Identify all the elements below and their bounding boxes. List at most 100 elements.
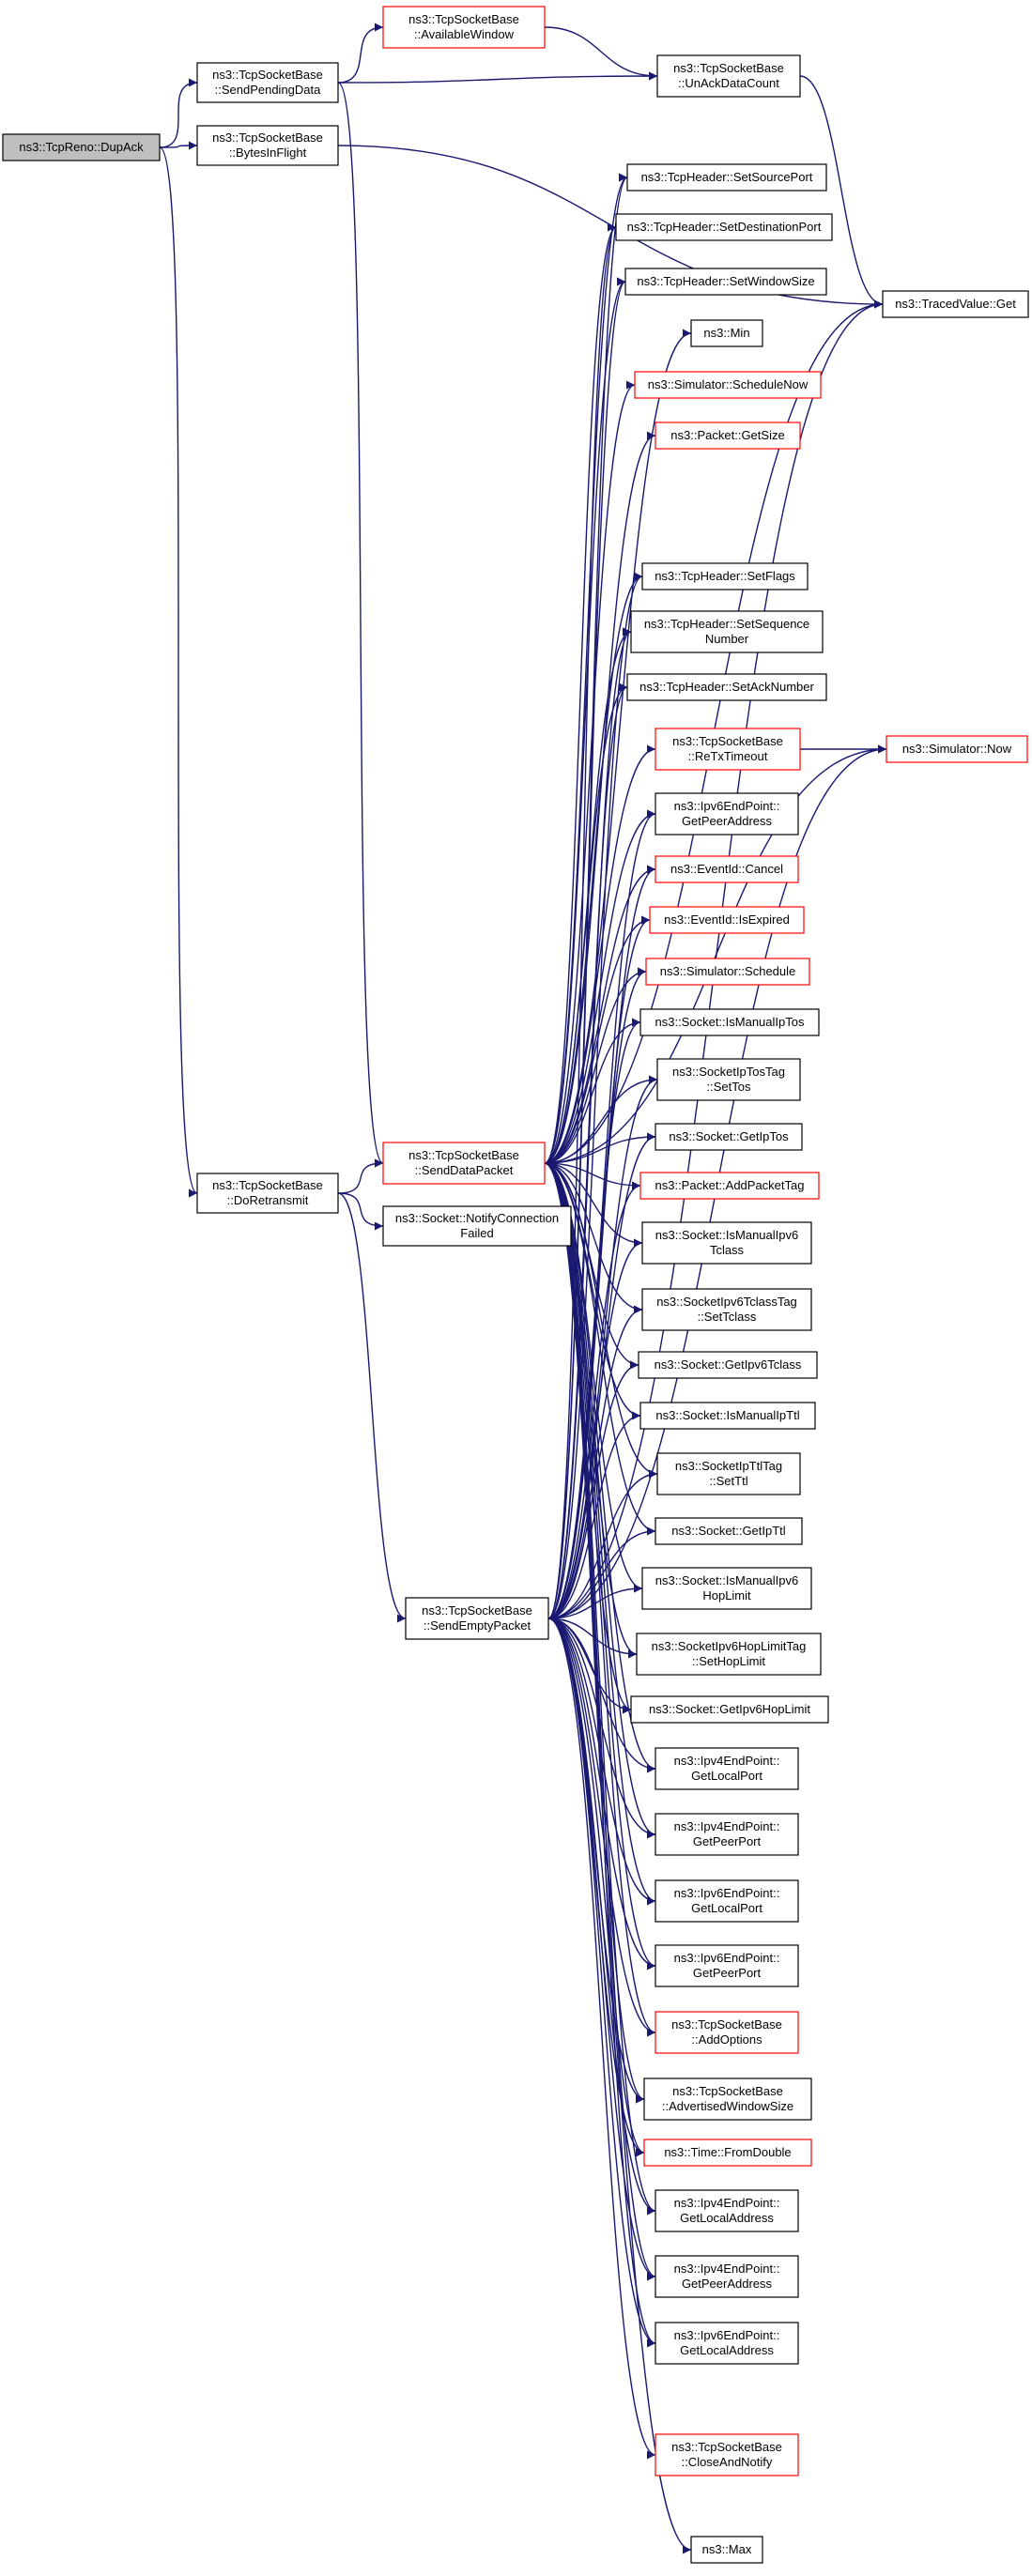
node-setwinsize[interactable]: ns3::TcpHeader::SetWindowSize: [624, 268, 827, 296]
node-ipv6peeraddr[interactable]: ns3::Ipv6EndPoint::GetPeerAddress: [655, 792, 799, 836]
edge-sendempty-to-ismanipv6hl: [547, 1584, 643, 1619]
edge-doretransmit-to-notifyfailed: [337, 1192, 384, 1231]
node-sendempty[interactable]: ns3::TcpSocketBase::SendEmptyPacket: [405, 1597, 549, 1640]
node-getsize[interactable]: ns3::Packet::GetSize: [655, 422, 801, 450]
node-max[interactable]: ns3::Max: [690, 2536, 763, 2564]
node-box: [626, 673, 827, 701]
node-box: [2, 133, 161, 161]
node-setflags[interactable]: ns3::TcpHeader::SetFlags: [641, 562, 809, 590]
node-box: [382, 6, 546, 49]
node-label: ns3::Socket::GetIpv6Tclass: [655, 1357, 802, 1372]
node-simnow[interactable]: ns3::Simulator::Now: [886, 735, 1028, 763]
edge-sendempty-to-ipv6peerport: [547, 1618, 656, 1970]
node-advwinsize[interactable]: ns3::TcpSocketBase::AdvertisedWindowSize: [643, 2078, 812, 2121]
node-box: [643, 2078, 812, 2121]
node-label: ns3::Simulator::Schedule: [660, 964, 796, 978]
node-box: [641, 562, 809, 590]
node-closenotify[interactable]: ns3::TcpSocketBase::CloseAndNotify: [655, 2433, 799, 2476]
edge-sendempty-to-ipv6localport: [547, 1618, 656, 1906]
node-label: ns3::TcpSocketBase: [671, 2440, 782, 2454]
node-bytesinflight[interactable]: ns3::TcpSocketBase::BytesInFlight: [196, 125, 339, 166]
node-box: [882, 290, 1029, 318]
node-setsrcport[interactable]: ns3::TcpHeader::SetSourcePort: [626, 163, 827, 192]
edge-dupack-to-doretransmit: [159, 146, 198, 1198]
node-ipv4peeraddr[interactable]: ns3::Ipv4EndPoint::GetPeerAddress: [655, 2255, 799, 2298]
node-ipv4localport[interactable]: ns3::Ipv4EndPoint::GetLocalPort: [655, 1747, 799, 1790]
node-label: ::AddOptions: [691, 2032, 762, 2047]
node-setttl[interactable]: ns3::SocketIpTtlTag::SetTtl: [656, 1452, 801, 1495]
node-label: ns3::TcpReno::DupAck: [19, 140, 144, 154]
node-label: ns3::Packet::GetSize: [670, 428, 784, 442]
node-box: [649, 906, 805, 934]
node-label: ns3::Ipv4EndPoint::: [674, 2196, 780, 2210]
node-sethoplimit[interactable]: ns3::SocketIpv6HopLimitTag::SetHopLimit: [636, 1633, 822, 1676]
node-schedule[interactable]: ns3::Simulator::Schedule: [645, 958, 810, 986]
edge-doretransmit-to-sendempty: [337, 1192, 407, 1623]
edge-senddata-to-schednow: [544, 380, 636, 1164]
node-sendpending[interactable]: ns3::TcpSocketBase::SendPendingData: [196, 62, 339, 103]
node-getiptos[interactable]: ns3::Socket::GetIpTos: [655, 1123, 803, 1151]
node-setdstport[interactable]: ns3::TcpHeader::SetDestinationPort: [615, 213, 833, 241]
node-box: [641, 1288, 812, 1331]
node-senddata[interactable]: ns3::TcpSocketBase::SendDataPacket: [382, 1142, 546, 1185]
node-label: ns3::TracedValue::Get: [895, 297, 1016, 311]
node-dupack[interactable]: ns3::TcpReno::DupAck: [2, 133, 161, 161]
node-label: ns3::Socket::GetIpTtl: [671, 1524, 785, 1538]
node-ipv6peerport[interactable]: ns3::Ipv6EndPoint::GetPeerPort: [655, 1944, 799, 1987]
node-label: ns3::SocketIpTtlTag: [675, 1459, 782, 1473]
node-tracedget[interactable]: ns3::TracedValue::Get: [882, 290, 1029, 318]
node-rtxtimeout[interactable]: ns3::TcpSocketBase::ReTxTimeout: [655, 728, 801, 771]
node-label: ::SetTos: [707, 1080, 751, 1094]
node-cancel[interactable]: ns3::EventId::Cancel: [655, 855, 799, 883]
node-box: [639, 1172, 820, 1200]
node-ipv4localaddr[interactable]: ns3::Ipv4EndPoint::GetLocalAddress: [655, 2189, 799, 2232]
node-label: ns3::Time::FromDouble: [664, 2145, 791, 2159]
node-label: GetPeerPort: [693, 1966, 762, 1980]
edge-sendempty-to-setttl: [547, 1469, 658, 1619]
node-ismaniplttl[interactable]: ns3::Socket::IsManualIpTtl: [639, 1402, 816, 1430]
node-ismaniptos[interactable]: ns3::Socket::IsManualIpTos: [639, 1008, 820, 1036]
node-doretransmit[interactable]: ns3::TcpSocketBase::DoRetransmit: [196, 1173, 339, 1214]
edge-sendempty-to-addpackettag: [547, 1181, 641, 1619]
edge-senddata-to-addoptions: [544, 1162, 656, 2037]
edge-senddata-to-ipv4peerport: [544, 1162, 656, 1839]
node-fromdouble[interactable]: ns3::Time::FromDouble: [643, 2139, 812, 2167]
node-box: [655, 728, 801, 771]
edge-senddata-to-settclass: [544, 1162, 643, 1314]
node-label: ns3::Socket::NotifyConnection: [395, 1211, 559, 1225]
node-label: ns3::TcpHeader::SetSequence: [644, 617, 809, 631]
node-label: Number: [705, 632, 749, 646]
edge-availwindow-to-unackdata: [544, 26, 658, 81]
node-setack[interactable]: ns3::TcpHeader::SetAckNumber: [626, 673, 827, 701]
node-ipv6localport[interactable]: ns3::Ipv6EndPoint::GetLocalPort: [655, 1879, 799, 1923]
node-box: [655, 1747, 799, 1790]
node-label: ::DoRetransmit: [227, 1193, 309, 1207]
node-label: ::SetTclass: [698, 1310, 757, 1324]
node-schednow[interactable]: ns3::Simulator::ScheduleNow: [634, 371, 822, 399]
node-getipv6hl[interactable]: ns3::Socket::GetIpv6HopLimit: [630, 1695, 829, 1724]
edge-senddata-to-ipv6localport: [544, 1162, 656, 1906]
node-ipv6localaddr[interactable]: ns3::Ipv6EndPoint::GetLocalAddress: [655, 2322, 799, 2365]
node-box: [655, 422, 801, 450]
node-ipv4peerport[interactable]: ns3::Ipv4EndPoint::GetPeerPort: [655, 1813, 799, 1856]
node-getipttl[interactable]: ns3::Socket::GetIpTtl: [655, 1517, 803, 1545]
node-label: ns3::Socket::GetIpTos: [669, 1129, 789, 1143]
node-settos[interactable]: ns3::SocketIpTosTag::SetTos: [656, 1058, 801, 1101]
edge-sendempty-to-ipv4localport: [547, 1618, 656, 1773]
edge-sendempty-to-ismaniplttl: [547, 1411, 641, 1619]
edge-senddata-to-setflags: [544, 572, 643, 1164]
node-addpackettag[interactable]: ns3::Packet::AddPacketTag: [639, 1172, 820, 1200]
node-unackdata[interactable]: ns3::TcpSocketBase::UnAckDataCount: [656, 54, 801, 98]
node-box: [655, 1944, 799, 1987]
node-addoptions[interactable]: ns3::TcpSocketBase::AddOptions: [655, 2011, 799, 2054]
node-isexpired[interactable]: ns3::EventId::IsExpired: [649, 906, 805, 934]
node-settclass[interactable]: ns3::SocketIpv6TclassTag::SetTclass: [641, 1288, 812, 1331]
node-label: ns3::Ipv6EndPoint::: [674, 799, 780, 813]
node-min[interactable]: ns3::Min: [690, 319, 763, 347]
node-availwindow[interactable]: ns3::TcpSocketBase::AvailableWindow: [382, 6, 546, 49]
node-getipv6tc[interactable]: ns3::Socket::GetIpv6Tclass: [638, 1351, 818, 1379]
